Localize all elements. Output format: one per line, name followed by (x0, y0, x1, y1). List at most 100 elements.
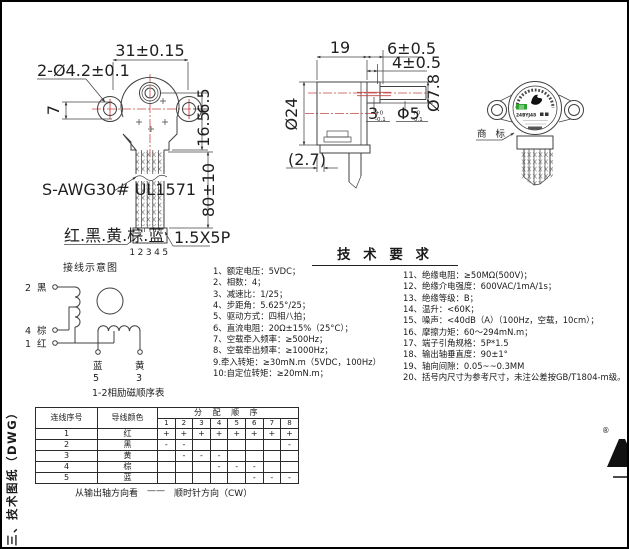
col-header-wire-no: 连线序号 (35, 407, 98, 429)
wiring-title: 接线示意图 (63, 261, 118, 274)
tech-item: 12、绝缘介电强度：600VAC/1mA/1s； (403, 281, 557, 292)
tech-item: 13、绝缘等级：B； (403, 292, 479, 303)
dim-body-dia-label: Ø24 (282, 98, 301, 131)
tech-item: 17、端子引角规格：5P*1.5 (403, 338, 509, 349)
shaft (357, 86, 427, 100)
tech-item: 8、空载牵出频率：≥1000Hz； (213, 345, 333, 356)
sheet-title-vertical: 三、技术图纸（DWG） (5, 405, 19, 546)
tech-item: 2、相数：4； (213, 277, 266, 288)
photo-view-drawing: 24BYJ48 商 标 (476, 81, 584, 186)
terminal-color: 棕 (37, 325, 47, 337)
dim-shaft-flat: 3 +0 -0.1 (366, 97, 390, 123)
step-header: 6 (244, 418, 264, 429)
connector-spec: 1.5X5P (164, 228, 231, 247)
schematic-lines (52, 284, 143, 355)
terminal-num: 3 (136, 373, 142, 384)
tech-requirements-left: 1、额定电压：5VDC； 2、相数：4； 3、减速比：1/25； 4、步距角：5… (213, 266, 381, 379)
step-header: 3 (192, 418, 211, 429)
front-view-drawing: 31±0.15 2-Ø4.2±0.1 7 6.5 16.5 80± (37, 41, 231, 258)
wiring-schematic: 接线示意图 2 黑 4 棕 1 红 蓝 5 黄 3 (25, 261, 165, 399)
dim-depth: 19 (316, 38, 368, 80)
label-model: 24BYJ48 (516, 113, 536, 119)
dim-shaft-length: 6±0.5 4±0.5 (366, 39, 441, 84)
terminal-num: 5 (93, 373, 99, 384)
dim-bracket-label: (2.7) (288, 150, 326, 169)
shaft-dn: -0.1 (412, 117, 423, 123)
dim-165-label: 16.5 (194, 111, 213, 147)
label-char-mark (540, 112, 544, 116)
footer-rotation: 顺时针方向（CW） (174, 489, 253, 499)
terminal-color: 红 (37, 338, 47, 350)
col-header-sequence: 分 配 顺 序 (157, 407, 299, 419)
swan-logo-icon (531, 94, 543, 105)
motor-body-outline (120, 76, 180, 151)
wire-spec-label: S-AWG30# UL1571 (42, 180, 196, 199)
tech-requirements-right: 11、绝缘电阻：≥50MΩ(500V)； 12、绝缘介电强度：600VAC/1m… (403, 270, 625, 383)
step-header: 8 (280, 418, 299, 429)
trademark-label: 商 标 (477, 128, 508, 140)
terminal-num: 4 (25, 326, 31, 337)
footer-view-direction: 从输出轴方向看 (75, 489, 139, 499)
dim-bushing-dia-label: Ø7.8 (424, 74, 443, 112)
dim-width-label: 31±0.15 (115, 41, 184, 60)
tech-item: 9.牵入转矩：≥30mN.m（5VDC，100Hz） (213, 356, 381, 367)
photo-housing (516, 135, 554, 150)
side-view-drawing: 19 6±0.5 4±0.5 Ø24 Ø7.8 3 +0 -0.1 (282, 38, 443, 189)
tech-item: 15、噪声：<40dB（A）（100Hz，空载，10cm）； (403, 315, 599, 326)
terminal-color: 黑 (37, 283, 47, 294)
wire-spec: S-AWG30# UL1571 (42, 176, 196, 199)
mounting-bracket (319, 130, 371, 154)
label-circle (512, 85, 558, 131)
logo-mark-icon (607, 439, 629, 467)
coil-2 (97, 325, 141, 332)
tech-item: 11、绝缘电阻：≥50MΩ(500V)； (403, 270, 532, 280)
connector-spec-label: 1.5X5P (174, 228, 231, 247)
rotor-circle (96, 287, 124, 315)
shaft-up: +0 (412, 111, 421, 117)
pin-numbers-label: 12345 (129, 248, 170, 258)
flat-up: +0 (375, 111, 384, 117)
terminal-num: 1 (25, 339, 31, 350)
dim-holes-label: 2-Ø4.2±0.1 (37, 61, 130, 80)
tech-item: 1、额定电压：5VDC； (213, 266, 301, 276)
photo-wire-bundle (521, 149, 553, 186)
tech-item: 4、步距角：5.625°/25； (213, 300, 311, 311)
dim-width: 31±0.15 (112, 41, 189, 90)
step-header: 2 (174, 418, 194, 429)
label-barcode (528, 126, 542, 130)
side-wire-bundle (348, 153, 362, 189)
tech-item: 14、温升：<60K； (403, 304, 479, 315)
wire-colors-label: 红.黑.黄.棕.蓝 (64, 226, 164, 245)
flat-main: 3 (368, 104, 378, 123)
motor-face (508, 81, 562, 135)
col-header-wire-color: 导线颜色 (97, 407, 158, 429)
dim-seven: 7 (44, 101, 112, 120)
dim-seven-label: 7 (44, 105, 63, 115)
step-header: 7 (262, 418, 282, 429)
wiring-subtitle: 1-2相励磁顺序表 (92, 387, 165, 399)
footer-dash: —— (147, 486, 166, 496)
coil-1 (74, 286, 81, 328)
wire-colors: 红.黑.黄.棕.蓝 (64, 226, 164, 245)
dim-6-label: 6±0.5 (387, 39, 436, 58)
terminal-labels: 2 黑 4 棕 1 红 蓝 5 黄 3 (25, 283, 145, 384)
dim-depth-label: 19 (330, 38, 350, 57)
registered-mark: ® (602, 426, 610, 435)
dim-wire-length-label: 80±10 (199, 163, 218, 217)
dim-right-side: 6.5 16.5 (161, 88, 213, 151)
tech-item: 10:自定位转矩：≥20mN.m； (213, 368, 329, 379)
tech-item: 16、摩擦力矩：60～294mN.m； (403, 326, 533, 337)
tech-item: 19、轴向间隙：0.05~~0.3MM (403, 360, 525, 371)
step-header: 1 (157, 418, 176, 429)
corner-logo (607, 439, 629, 478)
dim-wire-length: 80±10 (168, 151, 218, 229)
tech-item: 6、直流电阻：20Ω±15%（25°C）； (213, 322, 353, 333)
tech-item: 3、减速比：1/25； (213, 288, 288, 299)
